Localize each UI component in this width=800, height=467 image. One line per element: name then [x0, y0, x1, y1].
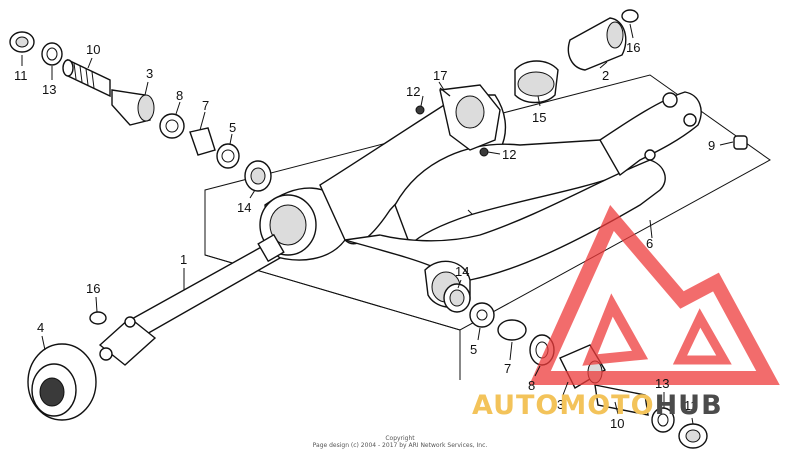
label-part-15: 15	[532, 110, 546, 125]
label-part-5-upper: 5	[229, 120, 236, 135]
label-part-13-upper: 13	[42, 82, 56, 97]
label-part-8-upper: 8	[176, 88, 183, 103]
part-7-collar-upper	[189, 127, 216, 156]
part-10-pivot-bolt-lower	[594, 384, 649, 416]
label-part-10-lower: 10	[610, 416, 624, 431]
label-part-4: 4	[37, 320, 44, 335]
part-14-bearing-upper	[244, 160, 272, 192]
watermark-text-hub: HUB	[654, 390, 723, 421]
part-5-ring-upper	[216, 143, 240, 169]
part-13-seal-upper	[41, 42, 63, 66]
label-part-1: 1	[180, 252, 187, 267]
part-9-nut	[733, 135, 748, 150]
part-8-washer-upper	[159, 113, 185, 139]
copyright-title: Copyright	[385, 435, 415, 442]
label-part-11-lower: 11	[684, 398, 698, 413]
watermark-wordmark: AUTOMOTOHUB	[472, 390, 723, 421]
part-11-cap-upper	[9, 31, 35, 53]
part-number-labels: 11 13 10 3 8 7 5 14 12 17 12 15 2 16 9 6…	[14, 40, 715, 431]
label-part-3-lower: 3	[557, 397, 564, 412]
label-part-17: 17	[433, 68, 447, 83]
part-4-boot-cover	[27, 343, 97, 421]
label-part-3-upper: 3	[146, 66, 153, 81]
watermark-triangle-small	[672, 308, 732, 365]
label-part-9: 9	[708, 138, 715, 153]
label-part-10-upper: 10	[86, 42, 100, 57]
part-2-bushing	[567, 17, 627, 71]
part-12-bolt-lower	[479, 147, 489, 157]
label-part-8-lower: 8	[528, 378, 535, 393]
copyright-notice: Page design (c) 2004 - 2017 by ARI Netwo…	[312, 442, 488, 449]
watermark-triangle-inner	[582, 293, 649, 366]
label-part-12-lower: 12	[502, 147, 516, 162]
label-part-13-lower: 13	[655, 376, 669, 391]
label-part-2: 2	[602, 68, 609, 83]
label-part-14-upper: 14	[237, 200, 251, 215]
label-part-11-upper: 11	[14, 68, 28, 83]
part-11-cap-lower	[678, 423, 708, 449]
part-3-bearing-housing-upper	[111, 89, 155, 126]
label-part-16-lower: 16	[86, 281, 100, 296]
part-5-ring-lower	[469, 302, 495, 328]
part-16-clip-lower	[89, 311, 107, 325]
watermark-text-automoto: AUTOMOTO	[472, 390, 655, 421]
part-7-collar-lower	[497, 319, 527, 341]
label-part-14-lower: 14	[455, 264, 469, 279]
label-part-6: 6	[646, 236, 653, 251]
label-part-12-upper: 12	[406, 84, 420, 99]
label-part-16-upper: 16	[626, 40, 640, 55]
part-14-bearing-lower	[443, 283, 471, 313]
swingarm-frame	[259, 84, 702, 308]
part-12-bolt-upper	[415, 105, 425, 115]
part-1-drive-shaft	[98, 233, 285, 366]
part-17-pin	[439, 87, 451, 97]
watermark-triangle-outer	[529, 205, 780, 385]
label-part-7-lower: 7	[504, 361, 511, 376]
part-13-seal-lower	[651, 407, 675, 433]
assembly-outline-inner	[204, 190, 461, 380]
part-10-pivot-bolt-upper	[62, 58, 111, 98]
part-16-clip-upper	[621, 9, 639, 23]
label-part-5-lower: 5	[470, 342, 477, 357]
watermark-logo	[529, 205, 780, 385]
label-part-7-upper: 7	[202, 98, 209, 113]
part-15-boot	[514, 60, 559, 104]
leader-lines	[21, 23, 734, 425]
